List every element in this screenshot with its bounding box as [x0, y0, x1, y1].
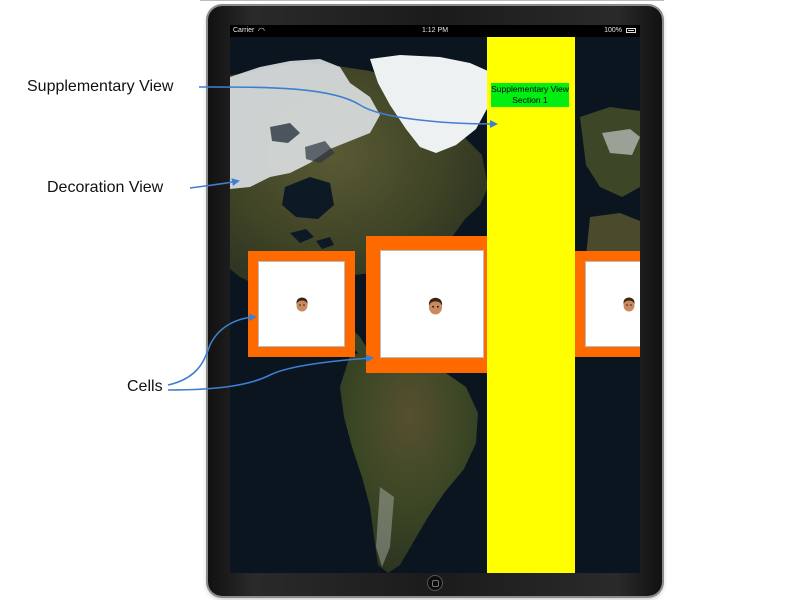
arrow-cells-2 — [167, 354, 374, 391]
callout-cells: Cells — [127, 378, 163, 395]
face-icon — [296, 297, 308, 312]
status-time: 1:12 PM — [421, 27, 449, 34]
cell-2[interactable] — [366, 236, 490, 373]
battery-icon — [626, 28, 636, 33]
cell-1-content — [258, 261, 345, 347]
cell-2-content — [380, 250, 484, 358]
face-icon — [623, 297, 635, 312]
wifi-icon: ◠ — [258, 26, 265, 35]
top-divider-line — [200, 0, 664, 1]
status-bar: Carrier ◠ 1:12 PM 100% — [230, 25, 640, 37]
carrier-label: Carrier — [233, 27, 255, 34]
cell-3[interactable] — [575, 251, 640, 357]
supplementary-view: Supplementary View Section 1 — [487, 37, 575, 573]
arrow-decoration-view — [189, 178, 240, 189]
cell-3-content — [585, 261, 640, 347]
arrow-cells-1 — [167, 313, 257, 386]
home-button[interactable] — [427, 575, 443, 591]
ipad-screen: Carrier ◠ 1:12 PM 100% — [230, 25, 640, 573]
callout-decoration-view: Decoration View — [47, 179, 164, 196]
callout-supplementary-view: Supplementary View — [27, 78, 174, 95]
supplementary-view-label: Supplementary View Section 1 — [491, 83, 569, 107]
cell-1[interactable] — [248, 251, 355, 357]
battery-percentage: 100% — [604, 27, 622, 34]
arrow-supplementary-view — [198, 86, 498, 128]
face-icon — [428, 297, 443, 315]
